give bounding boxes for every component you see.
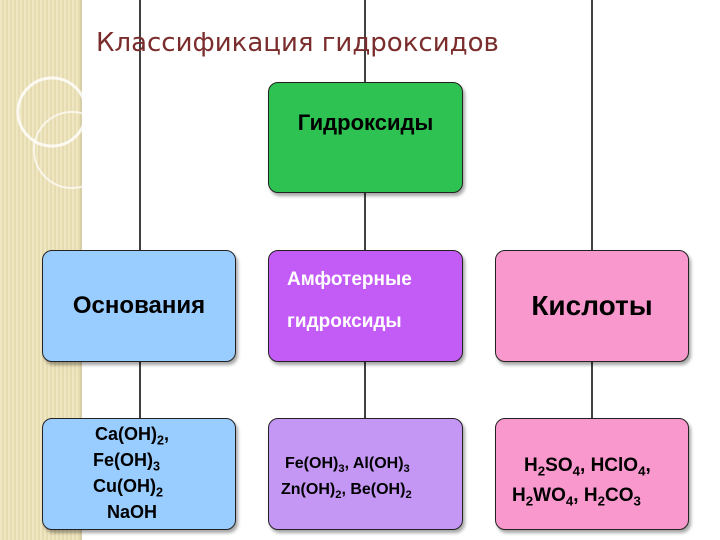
formula-line-h2so4-hclo4: H2SO4, HClO4, [524, 455, 651, 479]
category-node-acids: Кислоты [495, 250, 689, 362]
formula-caoh2: Ca(OH)2, [95, 424, 170, 448]
root-node-label: Гидроксиды [297, 109, 434, 135]
bases-label: Основания [72, 292, 206, 319]
decorative-circle [16, 76, 88, 148]
category-node-amphoteric: Амфотерные гидроксиды [268, 250, 463, 362]
formula-feoh3: Fe(OH)3 [93, 450, 161, 474]
amphoteric-label-line2: гидроксиды [287, 311, 402, 332]
examples-node-acids: H2SO4, HClO4, H2WO4, H2CO3 [495, 418, 689, 530]
acids-label: Кислоты [531, 290, 653, 321]
amphoteric-label-line1: Амфотерные [287, 269, 412, 290]
formula-line-zn-be: Zn(OH)2, Be(OH)2 [281, 481, 412, 501]
examples-node-amphoteric: Fe(OH)3, Al(OH)3 Zn(OH)2, Be(OH)2 [268, 418, 463, 530]
root-node-hydroxides: Гидроксиды [268, 82, 463, 193]
formula-line-fe-al: Fe(OH)3, Al(OH)3 [285, 455, 410, 475]
formula-naoh: NaOH [107, 502, 158, 522]
page-title: Классификация гидроксидов [96, 28, 499, 58]
examples-node-bases: Ca(OH)2, Fe(OH)3 Cu(OH)2 NaOH [42, 418, 236, 530]
formula-line-h2wo4-h2co3: H2WO4, H2CO3 [512, 485, 641, 509]
formula-cuoh2: Cu(OH)2 [93, 476, 163, 500]
category-node-bases: Основания [42, 250, 236, 362]
decorative-circle [33, 111, 111, 189]
